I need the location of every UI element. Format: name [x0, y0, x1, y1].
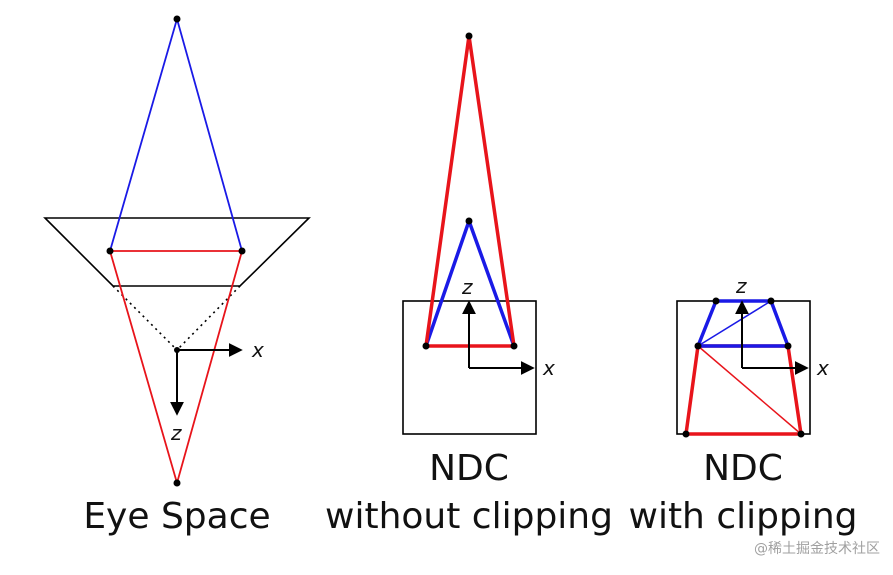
eye-right-vertex [238, 247, 246, 255]
ndc-no-clip-panel: x z NDC without clipping [325, 32, 613, 537]
ndc-no-clip-mid-vertex [465, 217, 473, 225]
ndc-clip-z-label: z [735, 274, 747, 298]
eye-x-label: x [251, 338, 264, 362]
ndc-no-clip-left-vertex [422, 342, 430, 350]
ndc-no-clip-z-label: z [461, 275, 473, 299]
ndc-no-clip-top-vertex [465, 32, 473, 40]
ndc-no-clip-red-triangle [424, 34, 516, 348]
ndc-clip-caption-line1: NDC [703, 448, 783, 489]
eye-space-panel: x z Eye Space [43, 15, 311, 537]
ndc-clip-top-right-vertex [767, 297, 775, 305]
ndc-clip-x-label: x [816, 356, 829, 380]
ndc-clip-panel: x z NDC with clipping [629, 274, 858, 537]
ndc-no-clip-right-vertex [510, 342, 518, 350]
ndc-no-clip-caption-line1: NDC [429, 448, 509, 489]
ndc-clip-blue-diagonal [697, 300, 772, 347]
eye-frustum [43, 217, 311, 287]
eye-top-vertex [173, 15, 181, 23]
ndc-no-clip-x-label: x [542, 356, 555, 380]
eye-space-caption: Eye Space [83, 496, 270, 537]
eye-origin [174, 347, 180, 353]
eye-dotted-right [176, 285, 241, 351]
ndc-clip-red-trapezoid [684, 344, 803, 436]
eye-blue-triangle [109, 15, 243, 252]
ndc-no-clip-caption-line2: without clipping [325, 496, 613, 537]
ndc-clip-mid-right-vertex [784, 342, 792, 350]
ndc-clip-mid-left-vertex [694, 342, 702, 350]
watermark-text: @稀土掘金技术社区 [754, 541, 880, 557]
ndc-clip-bottom-left-vertex [682, 430, 690, 438]
ndc-clip-red-diagonal [697, 345, 802, 435]
eye-z-label: z [170, 421, 182, 445]
eye-bottom-vertex [173, 479, 181, 487]
ndc-clip-top-left-vertex [712, 297, 720, 305]
eye-left-vertex [106, 247, 114, 255]
ndc-clip-caption-line2: with clipping [629, 496, 858, 537]
eye-red-triangle [108, 250, 244, 487]
ndc-clip-bottom-right-vertex [797, 430, 805, 438]
